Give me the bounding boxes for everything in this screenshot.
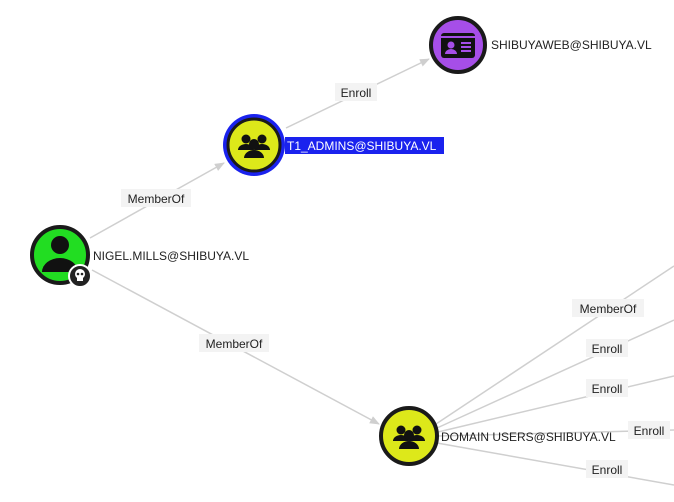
node-label: T1_ADMINS@SHIBUYA.VL xyxy=(287,139,437,153)
edge-du-out-1[interactable] xyxy=(436,319,674,429)
edge-du-out-4[interactable] xyxy=(436,442,674,486)
edge-label-t1-web: Enroll xyxy=(335,83,377,101)
edge-label-du-2: Enroll xyxy=(586,379,628,397)
edge-label-text: MemberOf xyxy=(206,337,263,351)
edge-label-du-3: Enroll xyxy=(628,421,670,439)
certificate-template-icon xyxy=(441,33,475,58)
user-icon xyxy=(42,236,78,272)
node-shibuyaweb[interactable]: SHIBUYAWEB@SHIBUYA.VL xyxy=(429,16,652,74)
edge-label-nigel-t1: MemberOf xyxy=(121,189,191,207)
edge-label-du-0: MemberOf xyxy=(572,299,644,317)
svg-text:Enroll: Enroll xyxy=(592,342,623,356)
svg-text:Enroll: Enroll xyxy=(634,424,665,438)
node-domain-users[interactable]: DOMAIN USERS@SHIBUYA.VL xyxy=(379,406,616,466)
edge-label-text: Enroll xyxy=(341,86,372,100)
edge-du-out-0[interactable] xyxy=(435,265,674,425)
node-label: SHIBUYAWEB@SHIBUYA.VL xyxy=(491,38,652,52)
skull-icon xyxy=(68,264,92,288)
node-label: DOMAIN USERS@SHIBUYA.VL xyxy=(441,430,616,444)
node-nigel-mills[interactable]: NIGEL.MILLS@SHIBUYA.VL xyxy=(30,225,249,288)
edge-label-du-1: Enroll xyxy=(586,339,628,357)
node-t1-admins[interactable]: T1_ADMINS@SHIBUYA.VL xyxy=(223,114,444,176)
svg-text:MemberOf: MemberOf xyxy=(580,302,637,316)
edge-du-out-2[interactable] xyxy=(437,375,674,433)
node-label: NIGEL.MILLS@SHIBUYA.VL xyxy=(93,249,249,263)
edge-label-nigel-du: MemberOf xyxy=(199,334,269,352)
svg-text:Enroll: Enroll xyxy=(592,382,623,396)
svg-text:Enroll: Enroll xyxy=(592,463,623,477)
edge-label-text: MemberOf xyxy=(128,192,185,206)
edge-label-du-4: Enroll xyxy=(586,460,628,478)
